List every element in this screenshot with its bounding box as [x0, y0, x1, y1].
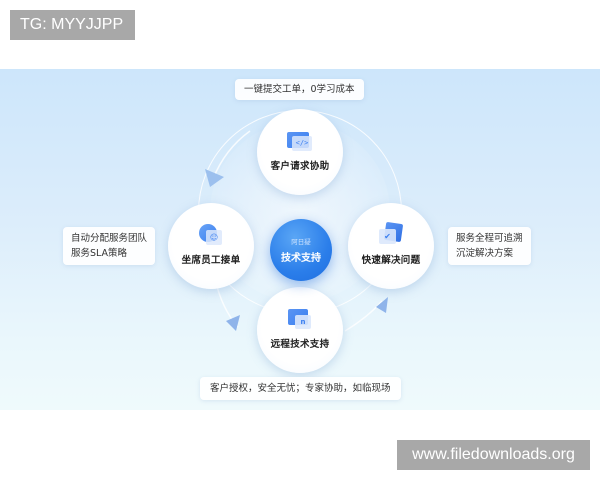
- center-tech-support: 阿日疑 技术支持: [270, 219, 332, 281]
- arrow-bottom-left-icon: [226, 315, 240, 331]
- callout-left: 自动分配服务团队 服务SLA策略: [63, 227, 156, 265]
- arrow-top-left-icon: [205, 169, 224, 187]
- center-title: 技术支持: [281, 253, 321, 264]
- cycle-arrows: [205, 130, 388, 332]
- agent-user-icon: ☺: [198, 224, 224, 246]
- callout-text: 客户授权，安全无忧；专家协助，如临现场: [210, 383, 391, 394]
- node-agent-accept: ☺ 坐席员工接单: [168, 203, 254, 289]
- node-label: 客户请求协助: [270, 161, 330, 172]
- node-label: 坐席员工接单: [181, 255, 241, 266]
- callout-bottom: 客户授权，安全无忧；专家协助，如临现场: [200, 377, 401, 400]
- code-window-icon: </>: [287, 132, 313, 152]
- node-label: 快速解决问题: [361, 255, 421, 266]
- center-subtitle: 阿日疑: [291, 238, 311, 246]
- arrow-bottom-right-icon: [376, 297, 388, 313]
- callout-text: 服务全程可追溯: [456, 233, 523, 244]
- callout-text: 服务SLA策略: [71, 248, 128, 259]
- node-quick-resolve: ✔ 快速解决问题: [348, 203, 434, 289]
- callout-text: 自动分配服务团队: [71, 233, 148, 244]
- remote-window-icon: n: [287, 309, 313, 330]
- callout-text: 沉淀解决方案: [456, 248, 514, 259]
- callout-right: 服务全程可追溯 沉淀解决方案: [448, 227, 531, 265]
- node-label: 远程技术支持: [270, 339, 330, 350]
- node-remote-support: n 远程技术支持: [257, 287, 343, 373]
- node-customer-request: </> 客户请求协助: [257, 109, 343, 195]
- callout-text: 一键提交工单，0学习成本: [244, 84, 355, 95]
- checkmark-card-icon: ✔: [378, 221, 404, 246]
- watermark-top: TG: MYYJJPP: [10, 10, 135, 40]
- watermark-bottom: www.filedownloads.org: [397, 440, 590, 470]
- diagram-panel: </> 客户请求协助 ☺ 坐席员工接单 ✔ 快速解决问题 n 远程技术支持 一键…: [0, 69, 600, 410]
- callout-top: 一键提交工单，0学习成本: [235, 79, 364, 100]
